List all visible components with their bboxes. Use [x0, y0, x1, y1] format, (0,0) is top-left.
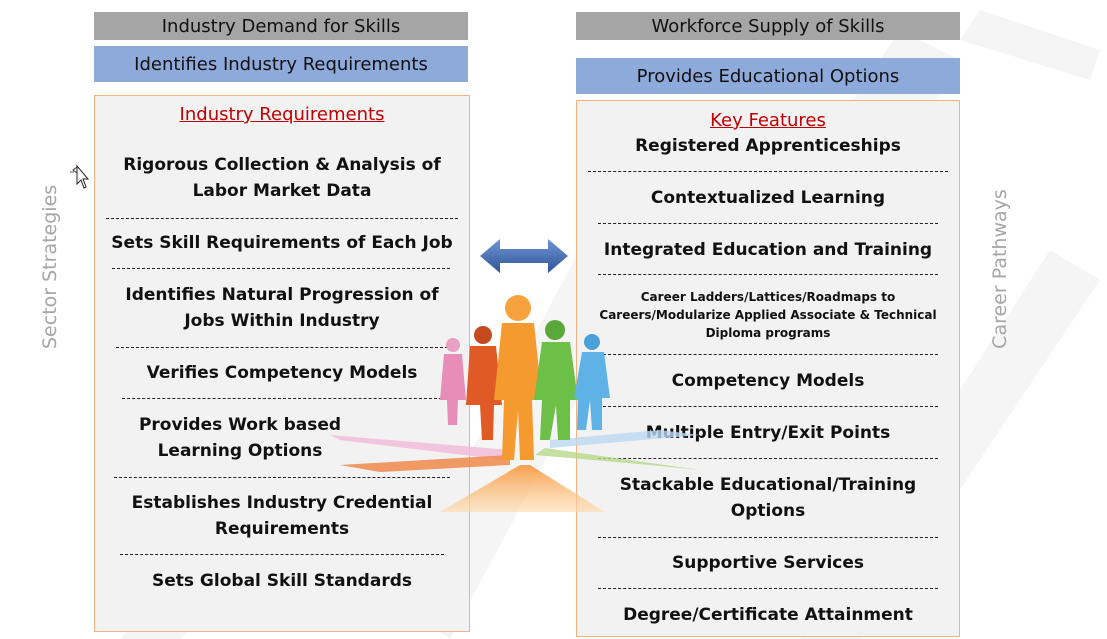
right-item-3: Integrated Education and Training: [603, 240, 933, 260]
right-item-6: Multiple Entry/Exit Points: [645, 423, 891, 443]
right-separator-8: [598, 588, 938, 589]
right-item-1: Registered Apprenticeships: [635, 136, 901, 156]
right-panel-title: Key Features: [710, 110, 826, 131]
right-item-5: Competency Models: [671, 371, 865, 391]
left-panel-title: Industry Requirements: [179, 104, 385, 125]
right-separator-4: [598, 354, 938, 355]
double-arrow-icon: [480, 239, 568, 273]
left-item-1: Rigorous Collection & Analysis of Labor …: [123, 155, 441, 201]
left-item-4: Verifies Competency Models: [146, 363, 418, 383]
left-item-2: Sets Skill Requirements of Each Job: [111, 233, 453, 253]
left-separator-5: [114, 477, 450, 478]
right-item-7: Stackable Educational/Training Options: [619, 475, 917, 521]
right-separator-5: [598, 406, 938, 407]
right-item-9: Degree/Certificate Attainment: [623, 605, 913, 625]
left-separator-3: [116, 347, 448, 348]
right-separator-2: [598, 223, 938, 224]
right-separator-3: [598, 274, 938, 275]
left-side-label: Sector Strategies: [39, 184, 61, 349]
left-item-3: Identifies Natural Progression of Jobs W…: [125, 285, 439, 331]
left-header: Industry Demand for Skills: [94, 12, 468, 40]
right-item-4: Career Ladders/Lattices/Roadmaps to Care…: [599, 290, 937, 340]
right-separator-6: [598, 458, 938, 459]
right-subheader: Provides Educational Options: [576, 58, 960, 94]
right-item-8: Supportive Services: [671, 553, 865, 573]
left-item-7: Sets Global Skill Standards: [152, 571, 412, 591]
left-separator-2: [112, 268, 450, 269]
right-side-label: Career Pathways: [989, 189, 1011, 349]
right-header: Workforce Supply of Skills: [576, 12, 960, 40]
right-panel: Key Features: [576, 100, 960, 637]
left-item-6: Establishes Industry Credential Requirem…: [131, 493, 433, 539]
right-item-2: Contextualized Learning: [650, 188, 886, 208]
left-panel: Industry Requirements: [94, 95, 470, 632]
left-separator-6: [120, 554, 444, 555]
left-separator-1: [106, 218, 458, 219]
left-item-5: Provides Work based Learning Options: [138, 415, 342, 461]
left-separator-4: [122, 398, 442, 399]
business-people-icon: [330, 295, 700, 512]
move-cursor-icon: [70, 164, 90, 189]
right-separator-1: [588, 171, 948, 172]
left-subheader: Identifies Industry Requirements: [94, 46, 468, 82]
right-separator-7: [598, 537, 938, 538]
